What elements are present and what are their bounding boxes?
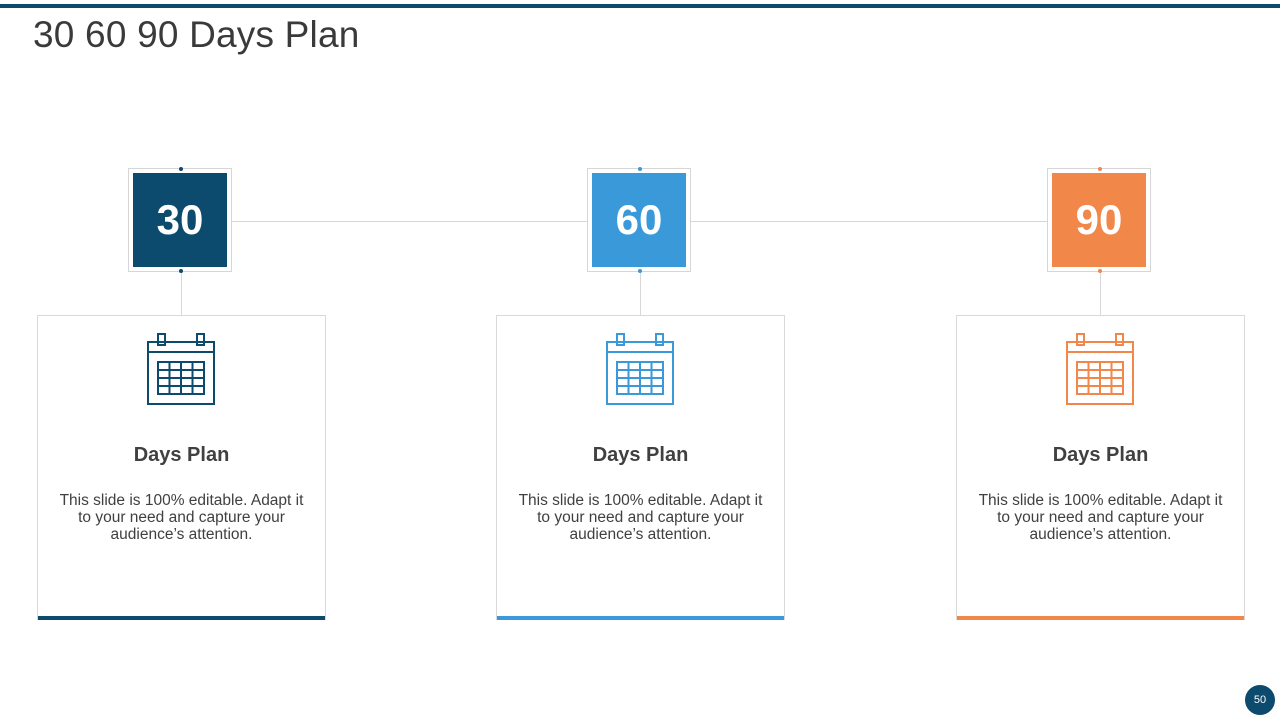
card-description: This slide is 100% editable. Adapt it to…: [978, 492, 1223, 543]
connector-dot: [179, 269, 183, 273]
card-title: Days Plan: [133, 444, 230, 466]
plan-card: Days Plan This slide is 100% editable. A…: [956, 315, 1245, 620]
stage-30: 30 Days Plan This slide is 100% editable…: [36, 0, 326, 720]
vertical-connector: [1100, 273, 1101, 316]
stage-number: 60: [592, 173, 686, 267]
number-frame: 60: [587, 167, 691, 273]
vertical-connector: [640, 273, 641, 316]
plan-card: Days Plan This slide is 100% editable. A…: [496, 315, 785, 620]
stage-number: 30: [133, 173, 227, 267]
connector-dot: [638, 269, 642, 273]
connector-dot: [179, 167, 183, 171]
calendar-icon: [1066, 333, 1134, 405]
card-description: This slide is 100% editable. Adapt it to…: [59, 492, 304, 543]
card-bottom-bar: [38, 616, 325, 620]
vertical-connector: [181, 273, 182, 316]
calendar-icon: [147, 333, 215, 405]
connector-dot: [1098, 269, 1102, 273]
number-frame: 30: [128, 167, 232, 273]
page-number-badge: 50: [1245, 685, 1275, 715]
calendar-icon: [606, 333, 674, 405]
slide-title: 30 60 90 Days Plan: [33, 14, 360, 55]
plan-card: Days Plan This slide is 100% editable. A…: [37, 315, 326, 620]
card-description: This slide is 100% editable. Adapt it to…: [518, 492, 763, 543]
card-title: Days Plan: [1052, 444, 1149, 466]
connector-dot: [638, 167, 642, 171]
card-bottom-bar: [497, 616, 784, 620]
stage-60: 60 Days Plan This slide is 100% editable…: [495, 0, 785, 720]
top-accent-bar: [0, 4, 1280, 8]
stage-90: 90 Days Plan This slide is 100% editable…: [955, 0, 1245, 720]
number-frame: 90: [1047, 167, 1151, 273]
card-bottom-bar: [957, 616, 1244, 620]
stage-number: 90: [1052, 173, 1146, 267]
card-title: Days Plan: [592, 444, 689, 466]
connector-dot: [1098, 167, 1102, 171]
